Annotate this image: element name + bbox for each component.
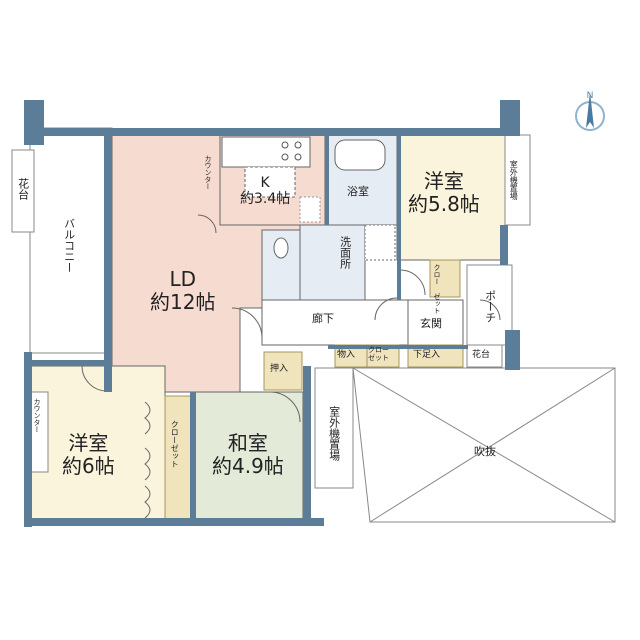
door-swing <box>374 297 398 321</box>
kitchen-label: K 約3.4帖 <box>240 175 290 207</box>
ac-unit-south-label: 室外機置場 <box>327 406 341 461</box>
kitchen-island <box>244 166 296 198</box>
door-swing <box>479 299 501 321</box>
bathtub <box>334 139 386 171</box>
kitchen-size: 約3.4帖 <box>240 191 291 208</box>
closet-door-marks <box>144 401 151 519</box>
ld-size: 約12帖 <box>150 290 216 314</box>
fridge-space <box>299 196 321 223</box>
closet-ne-label: クロー ゼット <box>433 264 442 314</box>
western-sw-label: 洋室 約6帖 <box>62 432 115 478</box>
oshiire-label: 押入 <box>270 364 289 374</box>
ld-name: LD <box>169 267 196 291</box>
washroom <box>299 224 366 301</box>
japanese-room <box>194 391 304 523</box>
hallway <box>261 299 431 346</box>
door-swing <box>399 269 426 296</box>
western-ne-label: 洋室 約5.8帖 <box>408 170 480 216</box>
bathroom-label: 浴室 <box>347 185 369 198</box>
door-swing <box>197 214 217 234</box>
door-swing <box>269 391 301 423</box>
void-label: 吹抜 <box>474 445 496 458</box>
storage-label: 物入 <box>337 350 356 360</box>
ld-label: LD 約12帖 <box>150 268 215 314</box>
walls <box>24 100 520 527</box>
flower-bed-west <box>11 149 35 233</box>
toilet-fixture <box>273 237 289 259</box>
flower-bed-east <box>466 344 503 368</box>
western-sw-name: 洋室 <box>68 431 109 455</box>
stove-burner <box>281 141 289 149</box>
porch-label: ポーチ <box>483 290 497 323</box>
door-swing <box>231 307 263 339</box>
closet-west-label: クローゼット <box>170 420 180 468</box>
japanese-label: 和室 約4.9帖 <box>212 432 284 478</box>
counter-west-label: カウンター <box>33 398 42 433</box>
washing-machine-space <box>364 224 396 261</box>
ac-unit-east-label: 室外機置場 <box>509 160 519 200</box>
western-sw-size: 約6帖 <box>62 454 115 478</box>
japanese-name: 和室 <box>227 431 268 455</box>
balcony-label: バルコニー <box>62 218 76 273</box>
western-ne-size: 約5.8帖 <box>408 192 480 216</box>
closet-ne <box>429 259 461 298</box>
svg-text:N: N <box>587 90 594 100</box>
oshiire <box>263 351 303 391</box>
western-ne-name: 洋室 <box>423 169 464 193</box>
closet-small-label: クロー ゼット <box>368 346 389 363</box>
shoe-cabinet-label: 下足入 <box>413 350 441 360</box>
balcony-area <box>29 127 113 354</box>
washroom-label: 洗面所 <box>338 236 352 269</box>
counter-kitchen-label: カウンター <box>204 155 213 190</box>
porch <box>466 264 513 346</box>
stove-burner <box>281 153 289 161</box>
flower-bed-west-label: 花台 <box>16 178 30 200</box>
stove-burner <box>294 141 302 149</box>
ac-unit-east <box>504 134 531 226</box>
stove-burner <box>294 153 302 161</box>
western-room-sw <box>29 365 166 523</box>
compass-north-icon: N <box>572 88 608 142</box>
kitchen-name: K <box>260 175 270 191</box>
door-swing <box>81 365 108 392</box>
ac-unit-south <box>314 367 354 489</box>
flower-bed-east-label: 花台 <box>472 350 491 360</box>
japanese-size: 約4.9帖 <box>212 454 284 478</box>
entrance-label: 玄関 <box>420 317 442 330</box>
kitchen-counter <box>221 136 311 168</box>
void-diagonal <box>352 367 616 523</box>
hallway-label: 廊下 <box>312 312 334 325</box>
void-diagonal <box>369 367 616 523</box>
